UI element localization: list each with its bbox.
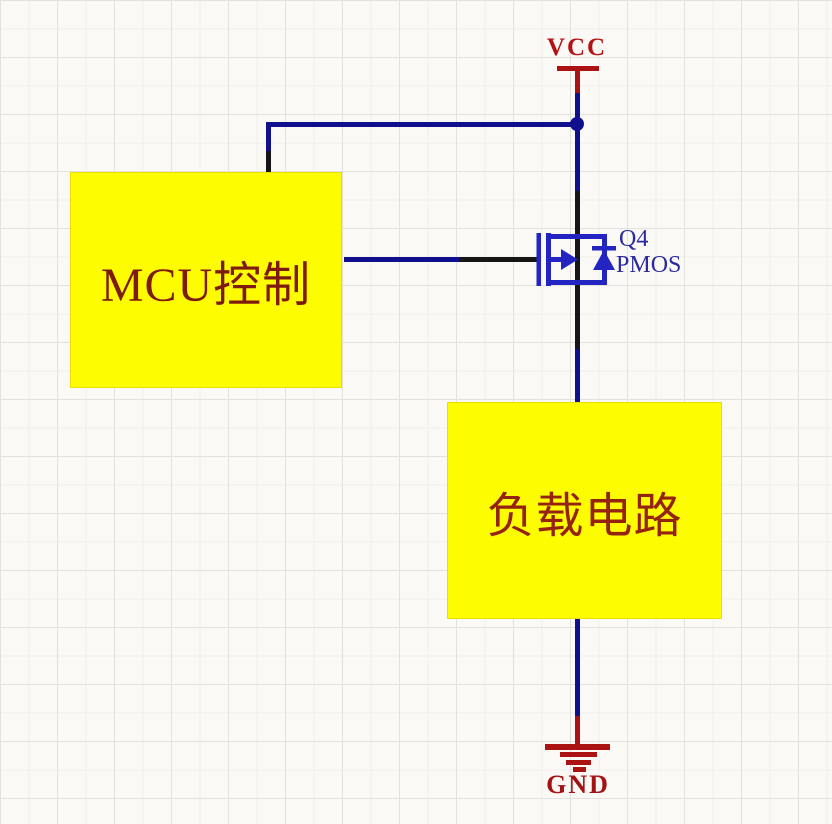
wire-load-to-gnd-blue <box>575 619 580 720</box>
power-bar-icon <box>557 66 599 71</box>
mcu-block-label: MCU控制 <box>100 259 312 312</box>
load-block-label: 负载电路 <box>486 489 683 543</box>
transistor-designator-label: Q4 <box>619 226 649 252</box>
gnd-label: GND <box>546 770 610 799</box>
pmos-transistor-icon <box>536 233 616 286</box>
wire-vcc-stub-red <box>575 69 580 96</box>
wire-junction-horizontal <box>266 122 580 127</box>
junction-dot <box>570 117 584 131</box>
wire-transistor-pin-vertical <box>575 191 580 349</box>
wire-gate-pin <box>459 257 538 262</box>
wire-load-to-gnd-red <box>575 716 580 747</box>
mcu-block: MCU控制 <box>70 172 342 388</box>
transistor-type-label: PMOS <box>616 252 682 278</box>
wire-mcu-top-pin <box>266 151 271 174</box>
wire-vcc-stub-blue <box>575 93 580 126</box>
vcc-label: VCC <box>546 34 608 61</box>
wire-mcu-top-vertical <box>266 122 271 154</box>
load-block: 负载电路 <box>447 402 722 619</box>
wire-gate <box>344 257 540 262</box>
